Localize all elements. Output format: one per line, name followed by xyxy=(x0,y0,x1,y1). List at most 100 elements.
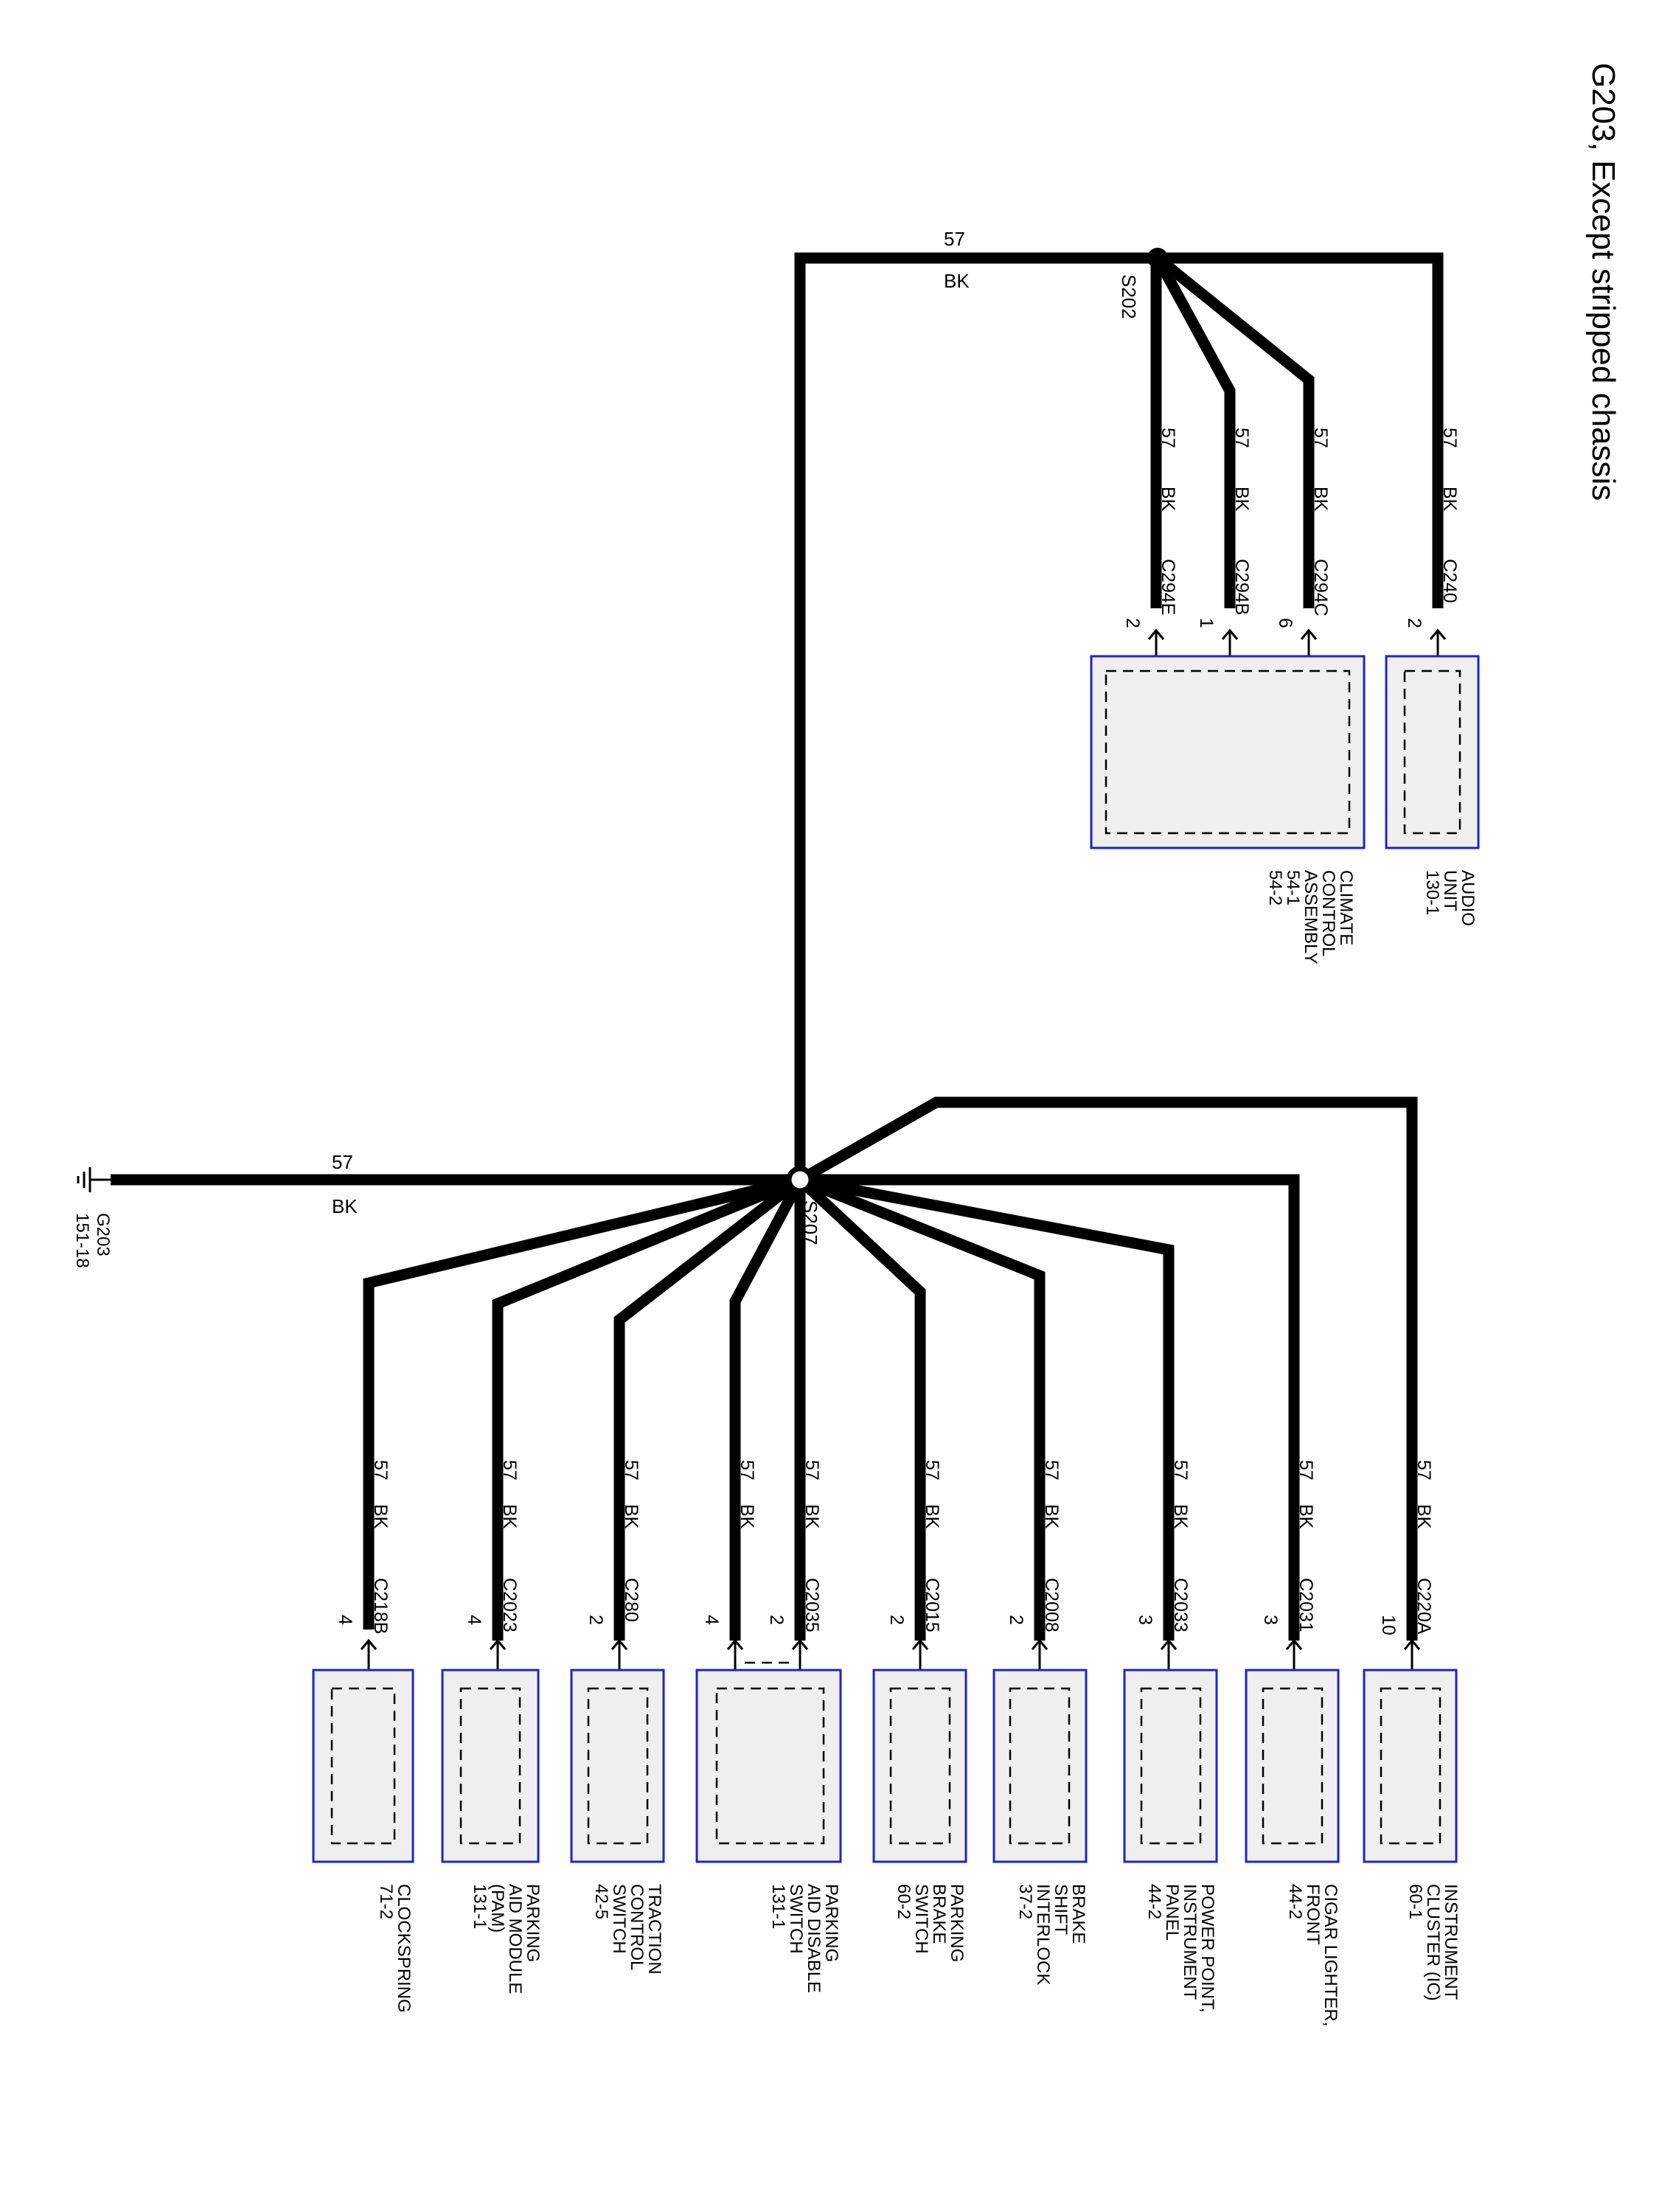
s202-to-c294e-wire xyxy=(1150,252,1162,608)
upper-branch-pin: 6 xyxy=(1275,618,1295,628)
upper-branch-pin: 2 xyxy=(1122,618,1143,628)
component-label-line: INSTRUMENT xyxy=(1441,1884,1461,2000)
lower-branch-color: BK xyxy=(621,1504,641,1529)
upper-branch-color: BK xyxy=(1439,487,1460,512)
ground-symbol xyxy=(77,1167,111,1192)
component-box xyxy=(992,1669,1088,1863)
upper-branch-color: BK xyxy=(1310,487,1331,512)
lower-branch-circuit: 57 xyxy=(922,1460,942,1481)
component-box xyxy=(1090,655,1366,849)
lower-branch-color: BK xyxy=(1041,1504,1062,1529)
upper-branch-connector: C294C xyxy=(1310,559,1331,616)
lower-branch-pin: 2 xyxy=(585,1615,606,1625)
lower-branch-color: BK xyxy=(499,1504,520,1529)
component-label-line: 37-2 xyxy=(1015,1884,1035,1919)
component-label-line: SWITCH xyxy=(609,1884,629,1954)
lower-branch-connector: C2033 xyxy=(1170,1578,1191,1632)
component-label-line: AUDIO xyxy=(1458,870,1478,926)
component-inner-outline xyxy=(1009,1687,1071,1845)
lower-branch-pin: 4 xyxy=(464,1615,484,1625)
lower-branch-circuit: 57 xyxy=(499,1460,520,1481)
lower-branch-connector: C2023 xyxy=(499,1578,520,1632)
ground-wire-circuit: 57 xyxy=(332,1151,353,1173)
lower-branch-circuit: 57 xyxy=(1170,1460,1191,1481)
lower-branch-pin: 2 xyxy=(1006,1615,1026,1625)
component-label-line: SHIFT xyxy=(1051,1884,1071,1935)
component-label-line: PARKING xyxy=(523,1884,543,1962)
component-box xyxy=(312,1669,414,1863)
component-label-line: POWER POINT, xyxy=(1197,1884,1217,2013)
ground-wire-color: BK xyxy=(332,1195,358,1217)
component-box xyxy=(1385,655,1480,849)
lower-branch-connector: C220A xyxy=(1413,1578,1434,1635)
lower-branch-pin: 4 xyxy=(701,1615,722,1625)
s207-to-c2023-wire xyxy=(492,1175,802,1641)
component-label-line: CONTROL xyxy=(627,1884,647,1970)
component-inner-outline xyxy=(587,1687,649,1845)
upper-branch-color: BK xyxy=(1158,487,1178,512)
lower-branch-pin: 3 xyxy=(1260,1615,1281,1625)
s207-to-c220a-wire xyxy=(797,1096,1418,1641)
component-label-line: BRAKE xyxy=(929,1884,949,1944)
component-label-line: AID MODULE xyxy=(505,1884,525,1994)
splice-s207-dot xyxy=(786,1166,814,1194)
s202-to-c294c-wire xyxy=(1154,254,1315,608)
upper-branch-pin: 2 xyxy=(1404,618,1425,628)
splice-s202-label: S202 xyxy=(1118,274,1140,319)
component-label-line: UNIT xyxy=(1440,870,1460,911)
lower-branch-pin: 4 xyxy=(335,1615,355,1625)
component-label-line: SWITCH xyxy=(786,1884,806,1954)
upper-branch-circuit: 57 xyxy=(1310,428,1331,448)
component-label-line: CLUSTER (IC) xyxy=(1423,1884,1443,2001)
ground-id: G203 xyxy=(93,1213,113,1256)
component-label-line: 71-2 xyxy=(376,1884,396,1919)
component-label-line: TRACTION xyxy=(644,1884,664,1975)
component-box xyxy=(872,1669,967,1863)
lower-branch-pin: 2 xyxy=(766,1615,787,1625)
component-inner-outline xyxy=(459,1687,521,1845)
lower-branch-connector: C2035 xyxy=(801,1578,822,1632)
component-box xyxy=(695,1669,842,1863)
component-inner-outline xyxy=(330,1687,396,1845)
s207-to-parking-aid-disable-pin4-wire xyxy=(729,1177,805,1641)
lower-branch-pin: 10 xyxy=(1378,1615,1399,1635)
component-label-line: FRONT xyxy=(1303,1884,1323,1945)
lower-branch-circuit: 57 xyxy=(621,1460,641,1481)
upper-branch-circuit: 57 xyxy=(1158,428,1178,448)
component-label-line: PARKING xyxy=(821,1884,841,1962)
lower-branch-color: BK xyxy=(1295,1504,1316,1529)
lower-branch-circuit: 57 xyxy=(1295,1460,1316,1481)
upper-branch-color: BK xyxy=(1231,487,1252,512)
lower-branch-pin: 3 xyxy=(1135,1615,1155,1625)
main-wire-circuit: 57 xyxy=(944,228,965,250)
component-inner-outline xyxy=(1140,1687,1202,1845)
s207-to-c2033-wire xyxy=(799,1174,1175,1641)
component-box xyxy=(1245,1669,1340,1863)
component-label-line: INSTRUMENT xyxy=(1180,1884,1200,2000)
component-label-line: 44-2 xyxy=(1144,1884,1164,1919)
component-label-line: PANEL xyxy=(1162,1884,1182,1941)
upper-branch-connector: C240 xyxy=(1439,559,1460,603)
lower-branch-color: BK xyxy=(1170,1504,1191,1529)
component-label-line: CIGAR LIGHTER, xyxy=(1321,1884,1340,2026)
diagram-title: G203, Except stripped chassis xyxy=(1585,63,1621,501)
lower-branch-circuit: 57 xyxy=(370,1460,391,1481)
component-inner-outline xyxy=(1262,1687,1324,1845)
component-label-line: INTERLOCK xyxy=(1033,1884,1053,1985)
component-label-line: AID DISABLE xyxy=(804,1884,824,1993)
splice-s207-label: S207 xyxy=(799,1200,821,1245)
lower-branch-circuit: 57 xyxy=(801,1460,822,1481)
component-box xyxy=(570,1669,665,1863)
s202-to-c294b-wire xyxy=(1152,255,1236,608)
lower-branch-labels: 57BKC218B457BKC2023457BKC280257BK457BKC2… xyxy=(335,1460,1434,1692)
lower-branch-connector: C2015 xyxy=(922,1578,942,1632)
